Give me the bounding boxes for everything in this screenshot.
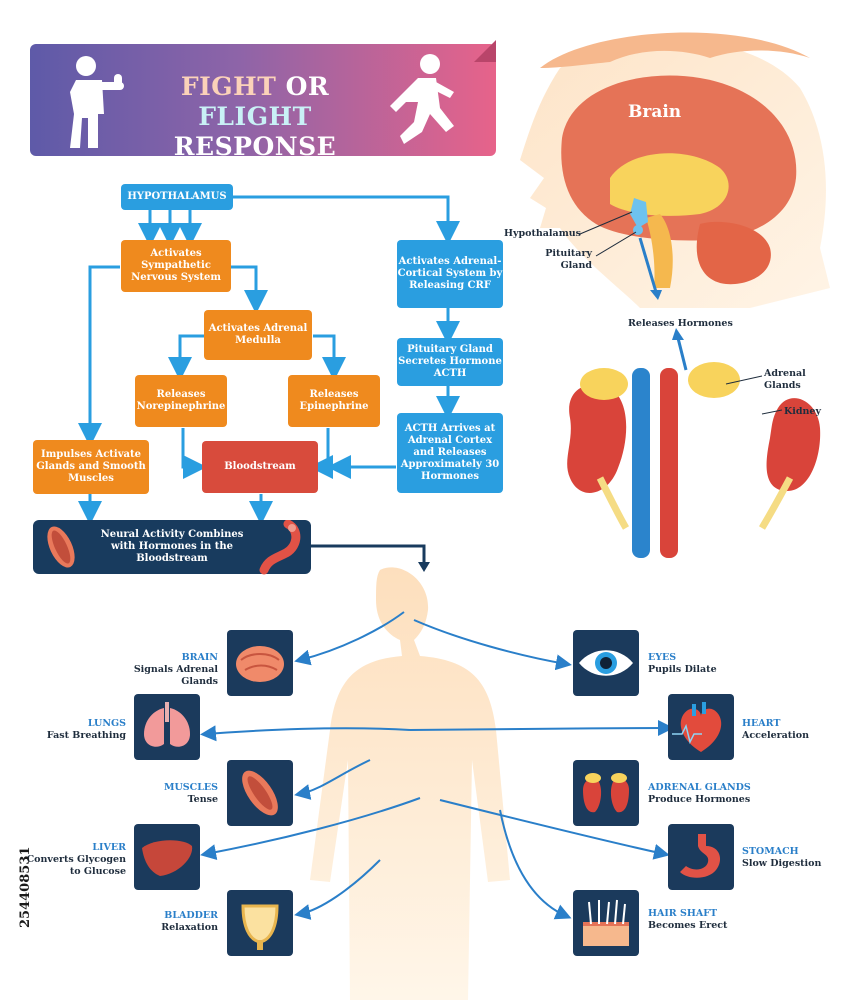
vena-cava [632,368,650,558]
effect-heart-text: Acceleration [742,730,810,741]
right-kidney [766,398,821,492]
lungs-icon [144,702,190,747]
flow-epinephrine: Releases Epinephrine [288,375,380,427]
flow-norepinephrine: Releases Norepinephrine [135,375,227,427]
tile-eyes [573,630,639,696]
flow-pituitary-acth: Pituitary Gland Secretes Hormone ACTH [397,338,503,386]
effect-muscles-head: MUSCLES [163,782,218,793]
title-or: OR [285,72,330,101]
stomach-icon [680,834,721,878]
flow-acth-arrives: ACTH Arrives at Adrenal Cortex and Relea… [397,413,503,493]
effect-eyes-label: EYES Pupils Dilate [648,652,717,676]
effect-adrenal-text: Produce Hormones [648,794,751,805]
stomach-intestine-icon [259,520,301,575]
tile-heart [668,694,734,760]
effect-brain-text: Signals Adrenal Glands [133,664,218,687]
brain-label: Brain [628,102,682,122]
eye-icon [579,650,633,676]
effect-eyes-head: EYES [648,652,677,663]
hypothalamus-label: Hypothalamus [504,228,581,239]
tile-muscles [227,760,293,826]
effect-muscles-label: MUSCLES Tense [120,782,218,806]
flow-sympathetic: Activates Sympathetic Nervous System [121,240,231,292]
cerebellum [696,221,771,285]
effect-eyes-text: Pupils Dilate [648,664,717,675]
brain-stem [646,214,673,288]
anatomy-illustration [520,32,830,558]
effect-bladder-head: BLADDER [164,910,218,921]
effect-adrenal-label: ADRENAL GLANDS Produce Hormones [648,782,751,806]
tile-adrenal [573,760,639,826]
effect-bladder-label: BLADDER Relaxation [120,910,218,934]
effect-hair-head: HAIR SHAFT [648,908,718,919]
effect-heart-head: HEART [742,718,781,729]
heart-icon [672,702,722,752]
kidney-label: Kidney [784,406,821,417]
pituitary-marker [633,225,643,235]
bladder-icon [241,904,279,950]
effect-stomach-label: STOMACH Slow Digestion [742,846,821,870]
muscle-tissue-icon [242,770,278,816]
tile-brain [227,630,293,696]
releases-hormones-label: Releases Hormones [628,318,733,329]
flow-impulses: Impulses Activate Glands and Smooth Musc… [33,440,149,494]
effect-brain-head: BRAIN [181,652,218,663]
effect-muscles-text: Tense [187,794,218,805]
title-fight: FIGHT [180,72,277,101]
effect-brain-label: BRAIN Signals Adrenal Glands [100,652,218,688]
page-title: FIGHT OR FLIGHT RESPONSE [120,72,390,162]
effect-liver-text: Converts Glycogen to Glucose [26,854,126,877]
tile-hair [573,890,639,956]
tile-lungs [134,694,200,760]
image-id-watermark: 254408531 [18,847,33,928]
hypothalamus-marker [630,198,648,228]
hair-shaft-icon [583,899,629,946]
tile-stomach [668,824,734,890]
effect-lungs-label: LUNGS Fast Breathing [30,718,126,742]
liver-icon [142,840,193,876]
effect-liver-label: LIVER Converts Glycogen to Glucose [20,842,126,878]
aorta [660,368,678,558]
flow-bloodstream: Bloodstream [202,441,318,493]
watermark-text: 254408531 [18,847,33,928]
fighting-figure-icon [70,56,124,148]
brain-icon [236,646,284,682]
effect-adrenal-head: ADRENAL GLANDS [648,782,751,793]
effect-stomach-head: STOMACH [742,846,799,857]
title-flight: FLIGHT [198,102,312,131]
running-figure-icon [390,54,454,144]
flowchart-arrows [78,195,460,572]
effect-lungs-text: Fast Breathing [46,730,126,741]
effect-hair-label: HAIR SHAFT Becomes Erect [648,908,727,932]
tile-bladder [227,890,293,956]
effect-heart-label: HEART Acceleration [742,718,809,742]
flow-hypothalamus: HYPOTHALAMUS [121,184,233,210]
effect-bladder-text: Relaxation [161,922,218,933]
tile-liver [134,824,200,890]
body-silhouette [310,567,510,1000]
brain-inner [610,153,729,216]
effect-lungs-head: LUNGS [87,718,126,729]
title-response: RESPONSE [173,132,337,161]
pituitary-label: Pituitary Gland [545,248,592,271]
effect-liver-head: LIVER [92,842,126,853]
right-adrenal-gland [688,362,740,398]
hair [540,32,810,68]
adrenal-glands-label: Adrenal Glands [764,368,806,391]
effect-hair-text: Becomes Erect [648,920,728,931]
muscle-icon [47,526,75,568]
body-diagram [200,567,674,1000]
adrenal-kidney-icon [583,773,629,813]
effect-stomach-text: Slow Digestion [742,858,822,869]
left-adrenal-gland [580,368,628,400]
flow-adrenal-cortical: Activates Adrenal-Cortical System by Rel… [397,240,503,308]
flow-adrenal-medulla: Activates Adrenal Medulla [204,310,312,360]
left-kidney [567,384,627,493]
